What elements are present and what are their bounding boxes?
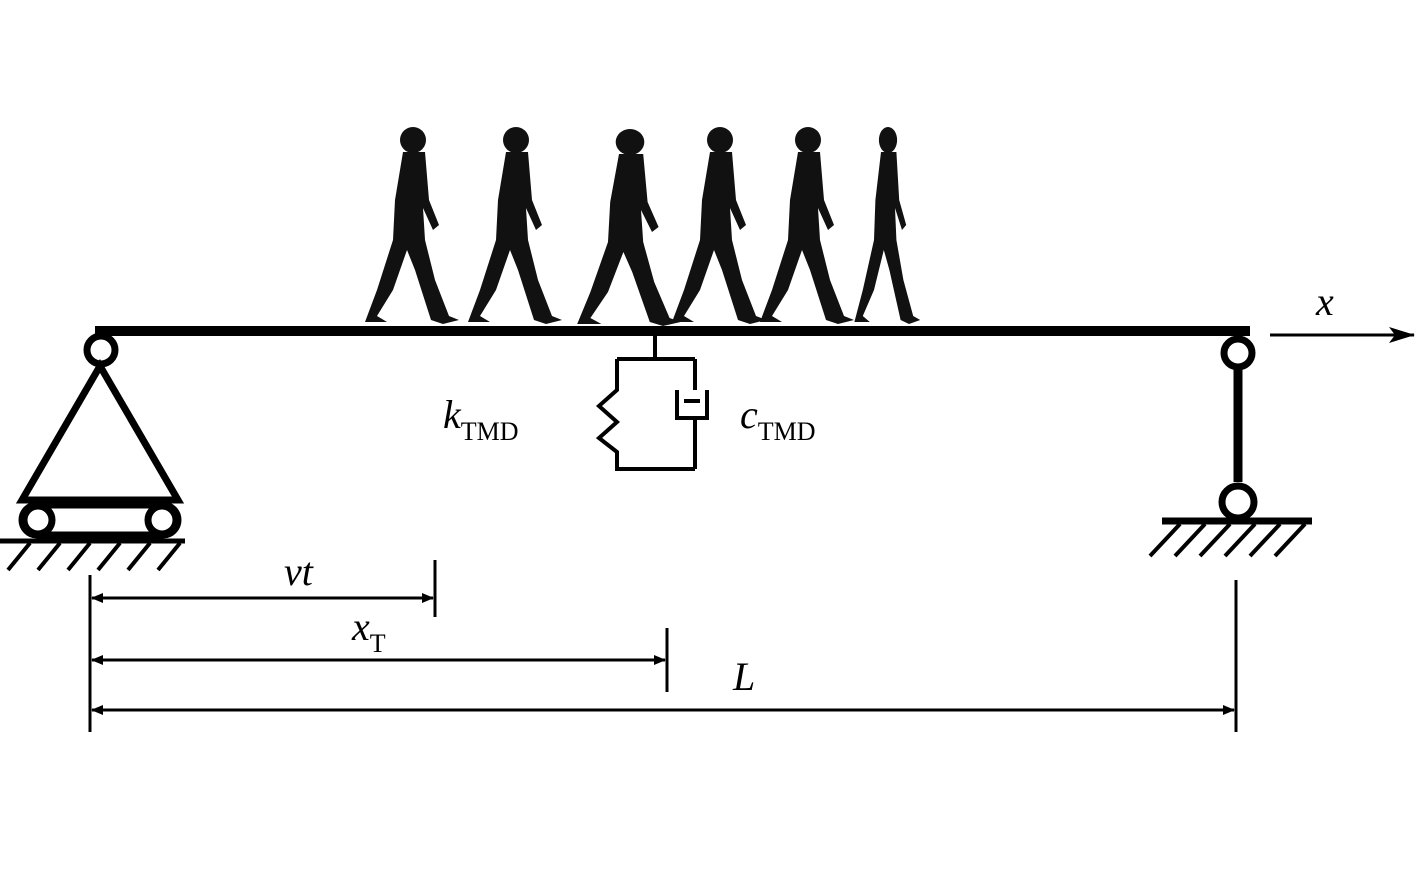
L-label: L xyxy=(732,654,755,699)
spring-icon xyxy=(595,359,695,471)
vt-label: vt xyxy=(284,549,314,594)
right-pin-support xyxy=(1148,335,1312,558)
pedestrian-silhouette xyxy=(365,127,459,324)
left-roller-support xyxy=(0,332,185,572)
pedestrians xyxy=(365,127,921,326)
spring-label: kTMD xyxy=(443,392,519,446)
pedestrian-silhouette xyxy=(577,129,681,326)
x-axis-label: x xyxy=(1315,279,1334,324)
dashpot-icon xyxy=(675,359,709,469)
tuned-mass-damper xyxy=(595,336,709,471)
xT-label: xT xyxy=(351,604,386,658)
dimensions xyxy=(88,560,1238,732)
pedestrian-silhouette xyxy=(854,127,921,324)
damper-label: cTMD xyxy=(740,392,816,446)
pedestrian-silhouette xyxy=(672,127,766,324)
pedestrian-silhouette xyxy=(760,127,854,324)
pedestrian-silhouette xyxy=(468,127,562,324)
